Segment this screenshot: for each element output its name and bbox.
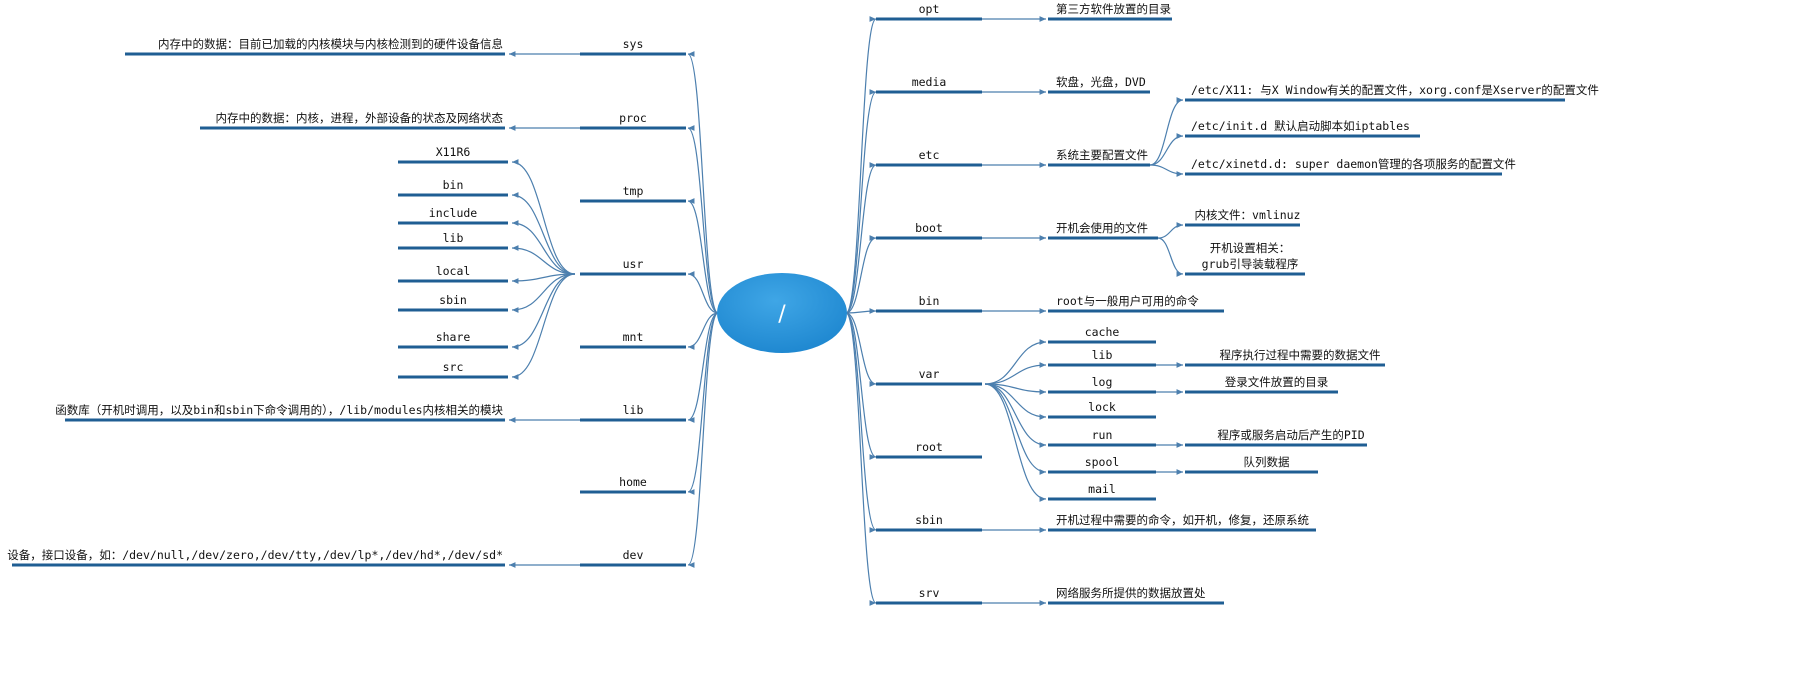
- connector-root-bin: [845, 308, 877, 314]
- usr-child-sbin[interactable]: sbin: [439, 293, 467, 307]
- var-child-spool[interactable]: spool: [1085, 455, 1120, 469]
- desc-boot[interactable]: 开机会使用的文件: [1056, 221, 1148, 235]
- etc-detail-1[interactable]: /etc/init.d 默认启动脚本如iptables: [1191, 119, 1410, 133]
- var-child-mail[interactable]: mail: [1088, 482, 1116, 496]
- connector-usr-share: [511, 273, 576, 350]
- connector-var-lib: [984, 362, 1047, 385]
- desc-bin[interactable]: root与一般用户可用的命令: [1056, 294, 1199, 308]
- connector-root-sys: [687, 51, 719, 314]
- node-proc[interactable]: proc: [619, 111, 647, 125]
- node-etc[interactable]: etc: [919, 148, 940, 162]
- var-child-lib[interactable]: lib: [1092, 348, 1113, 362]
- desc-media[interactable]: 软盘，光盘，DVD: [1056, 75, 1146, 89]
- var-child-run[interactable]: run: [1092, 428, 1113, 442]
- connector-root-boot: [845, 235, 877, 314]
- var-desc-spool[interactable]: 队列数据: [1244, 455, 1290, 469]
- connector-root-etc: [845, 162, 877, 314]
- connector-root-lib: [687, 312, 719, 423]
- boot-detail-1[interactable]: 开机设置相关：grub引导装载程序: [1202, 241, 1299, 271]
- connector-root-tmp: [687, 198, 719, 314]
- root-node[interactable]: [717, 273, 847, 353]
- connector-root-proc: [687, 125, 719, 314]
- connector-usr-lib: [511, 245, 576, 275]
- usr-child-local[interactable]: local: [436, 264, 471, 278]
- usr-child-lib[interactable]: lib: [443, 231, 464, 245]
- connector-var-cache: [984, 339, 1047, 385]
- node-mnt[interactable]: mnt: [623, 330, 644, 344]
- var-desc-run[interactable]: 程序或服务启动后产生的PID: [1217, 428, 1364, 442]
- connector-root-opt: [845, 16, 877, 314]
- usr-child-include[interactable]: include: [429, 206, 478, 220]
- usr-child-share[interactable]: share: [436, 330, 471, 344]
- connector-root-media: [845, 89, 877, 314]
- desc-proc[interactable]: 内存中的数据：内核，进程，外部设备的状态及网络状态: [216, 111, 504, 125]
- usr-child-src[interactable]: src: [443, 360, 464, 374]
- node-media[interactable]: media: [912, 75, 947, 89]
- var-child-cache[interactable]: cache: [1085, 325, 1120, 339]
- node-bin[interactable]: bin: [919, 294, 940, 308]
- node-dev[interactable]: dev: [623, 548, 644, 562]
- connector-usr-local: [511, 273, 576, 284]
- connector-root-usr: [687, 271, 719, 314]
- node-var[interactable]: var: [919, 367, 940, 381]
- var-child-log[interactable]: log: [1092, 375, 1113, 389]
- node-root[interactable]: root: [915, 440, 943, 454]
- node-home[interactable]: home: [619, 475, 647, 489]
- connector-root-home: [687, 312, 719, 495]
- etc-detail-0[interactable]: /etc/X11: 与X Window有关的配置文件，xorg.conf是Xse…: [1191, 83, 1599, 97]
- connector-etc-detail-1: [1149, 133, 1184, 166]
- connector-etc-detail-0: [1149, 97, 1184, 166]
- desc-opt[interactable]: 第三方软件放置的目录: [1056, 2, 1171, 16]
- connector-usr-src: [511, 273, 576, 380]
- etc-detail-2[interactable]: /etc/xinetd.d: super daemon管理的各项服务的配置文件: [1191, 157, 1516, 171]
- node-boot[interactable]: boot: [915, 221, 943, 235]
- connector-root-dev: [687, 312, 719, 568]
- connector-boot-detail-0: [1157, 222, 1184, 239]
- connector-root-root: [845, 312, 877, 460]
- desc-dev[interactable]: 硬盘，设备，接口设备，如：/dev/null,/dev/zero,/dev/tt…: [0, 548, 503, 562]
- desc-lib[interactable]: 函数库（开机时调用，以及bin和sbin下命令调用的），/lib/modules…: [55, 403, 503, 417]
- desc-srv[interactable]: 网络服务所提供的数据放置处: [1056, 586, 1206, 600]
- connector-usr-X11R6: [511, 159, 576, 275]
- node-tmp[interactable]: tmp: [623, 184, 644, 198]
- connector-root-sbin: [845, 312, 877, 533]
- var-desc-log[interactable]: 登录文件放置的目录: [1225, 375, 1329, 389]
- node-srv[interactable]: srv: [919, 586, 940, 600]
- connector-var-run: [984, 383, 1047, 448]
- connector-etc-detail-2: [1149, 164, 1184, 177]
- node-sys[interactable]: sys: [623, 37, 644, 51]
- var-desc-lib[interactable]: 程序执行过程中需要的数据文件: [1220, 348, 1381, 362]
- var-child-lock[interactable]: lock: [1088, 400, 1116, 414]
- connector-var-spool: [984, 383, 1047, 475]
- node-lib[interactable]: lib: [623, 403, 644, 417]
- boot-detail-0[interactable]: 内核文件：vmlinuz: [1195, 208, 1301, 222]
- usr-child-X11R6[interactable]: X11R6: [436, 145, 471, 159]
- root-node-label: /: [778, 302, 786, 327]
- desc-etc[interactable]: 系统主要配置文件: [1056, 148, 1148, 162]
- connector-usr-include: [511, 220, 576, 275]
- connector-root-var: [845, 312, 877, 387]
- connector-root-srv: [845, 312, 877, 606]
- connector-root-mnt: [687, 312, 719, 350]
- desc-sys[interactable]: 内存中的数据：目前已加载的内核模块与内核检测到的硬件设备信息: [158, 37, 503, 51]
- desc-sbin[interactable]: 开机过程中需要的命令，如开机，修复，还原系统: [1056, 513, 1309, 527]
- node-opt[interactable]: opt: [919, 2, 940, 16]
- usr-child-bin[interactable]: bin: [443, 178, 464, 192]
- connector-var-lock: [984, 383, 1047, 420]
- node-usr[interactable]: usr: [623, 257, 644, 271]
- connector-usr-sbin: [511, 273, 576, 313]
- connector-var-mail: [984, 383, 1047, 502]
- node-sbin[interactable]: sbin: [915, 513, 943, 527]
- connector-usr-bin: [511, 192, 576, 275]
- connector-boot-detail-1: [1157, 237, 1184, 277]
